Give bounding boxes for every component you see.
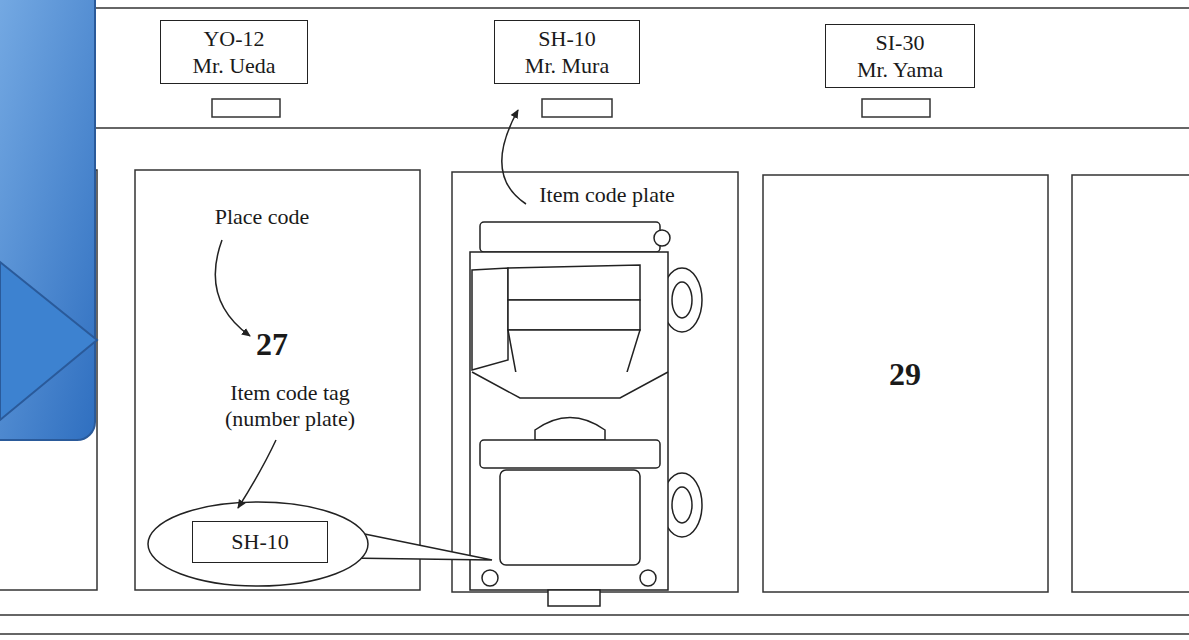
place-code-number: 27 [237, 326, 307, 362]
item-code-tag-label: Item code tag (number plate) [200, 380, 380, 432]
callout-balloon [148, 502, 492, 586]
parking-spaces [0, 170, 1189, 592]
node-text: Mr. Yama [836, 56, 964, 83]
node-text: Mr. Mura [505, 52, 629, 79]
car [470, 222, 702, 606]
place-code-label: Place code [182, 204, 342, 230]
blue-arrow [0, 0, 97, 440]
item-code-plate-label: Item code plate [522, 182, 692, 208]
sign-plate: YO-12Mr. Ueda [160, 20, 308, 84]
lot-lines [0, 8, 1189, 634]
sign-plate: SI-30Mr. Yama [825, 24, 975, 88]
sign-tabs [212, 99, 930, 117]
place-code-number: 29 [870, 356, 940, 392]
node-text: SH-10 [207, 528, 313, 556]
number-plate: SH-10 [192, 521, 328, 563]
leader-arrows [215, 110, 526, 508]
sign-plate: SH-10Mr. Mura [494, 20, 640, 84]
node-text: SH-10 [505, 25, 629, 52]
node-text: Mr. Ueda [171, 52, 297, 79]
node-text: YO-12 [171, 25, 297, 52]
node-text: SI-30 [836, 29, 964, 56]
